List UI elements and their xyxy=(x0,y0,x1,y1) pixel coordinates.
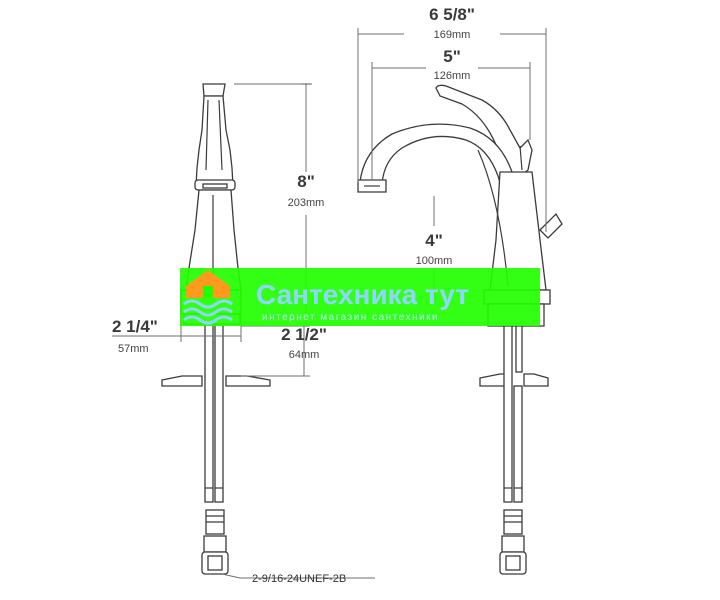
watermark-subtitle: интернет магазин сантехники xyxy=(262,312,439,323)
side-view xyxy=(357,84,563,575)
height-inch-label: 8" xyxy=(297,172,315,191)
base-depth-mm-label: 64mm xyxy=(289,349,320,361)
total-reach-dimension-line xyxy=(357,28,547,232)
spout-reach-dimension-line xyxy=(371,62,531,180)
base-depth-inch-label: 2 1/2" xyxy=(281,325,327,344)
house-logo-icon xyxy=(183,270,233,325)
spout-height-mm-label: 100mm xyxy=(416,255,453,267)
base-width-mm-label: 57mm xyxy=(118,343,149,355)
watermark-banner: Сантехника тут интернет магазин сантехни… xyxy=(180,268,540,326)
spout-reach-mm-label: 126mm xyxy=(434,70,471,82)
spout-height-inch-label: 4" xyxy=(425,231,443,250)
watermark-band xyxy=(180,268,540,326)
watermark-title: Сантехника тут xyxy=(256,279,469,310)
base-width-inch-label: 2 1/4" xyxy=(112,317,158,336)
thread-spec-label: 2-9/16-24UNEF-2B xyxy=(252,573,346,585)
spout-reach-inch-label: 5" xyxy=(443,47,461,66)
total-reach-mm-label: 169mm xyxy=(434,29,471,41)
height-mm-label: 203mm xyxy=(288,197,325,209)
front-view xyxy=(161,83,375,579)
total-reach-inch-label: 6 5/8" xyxy=(429,5,475,24)
